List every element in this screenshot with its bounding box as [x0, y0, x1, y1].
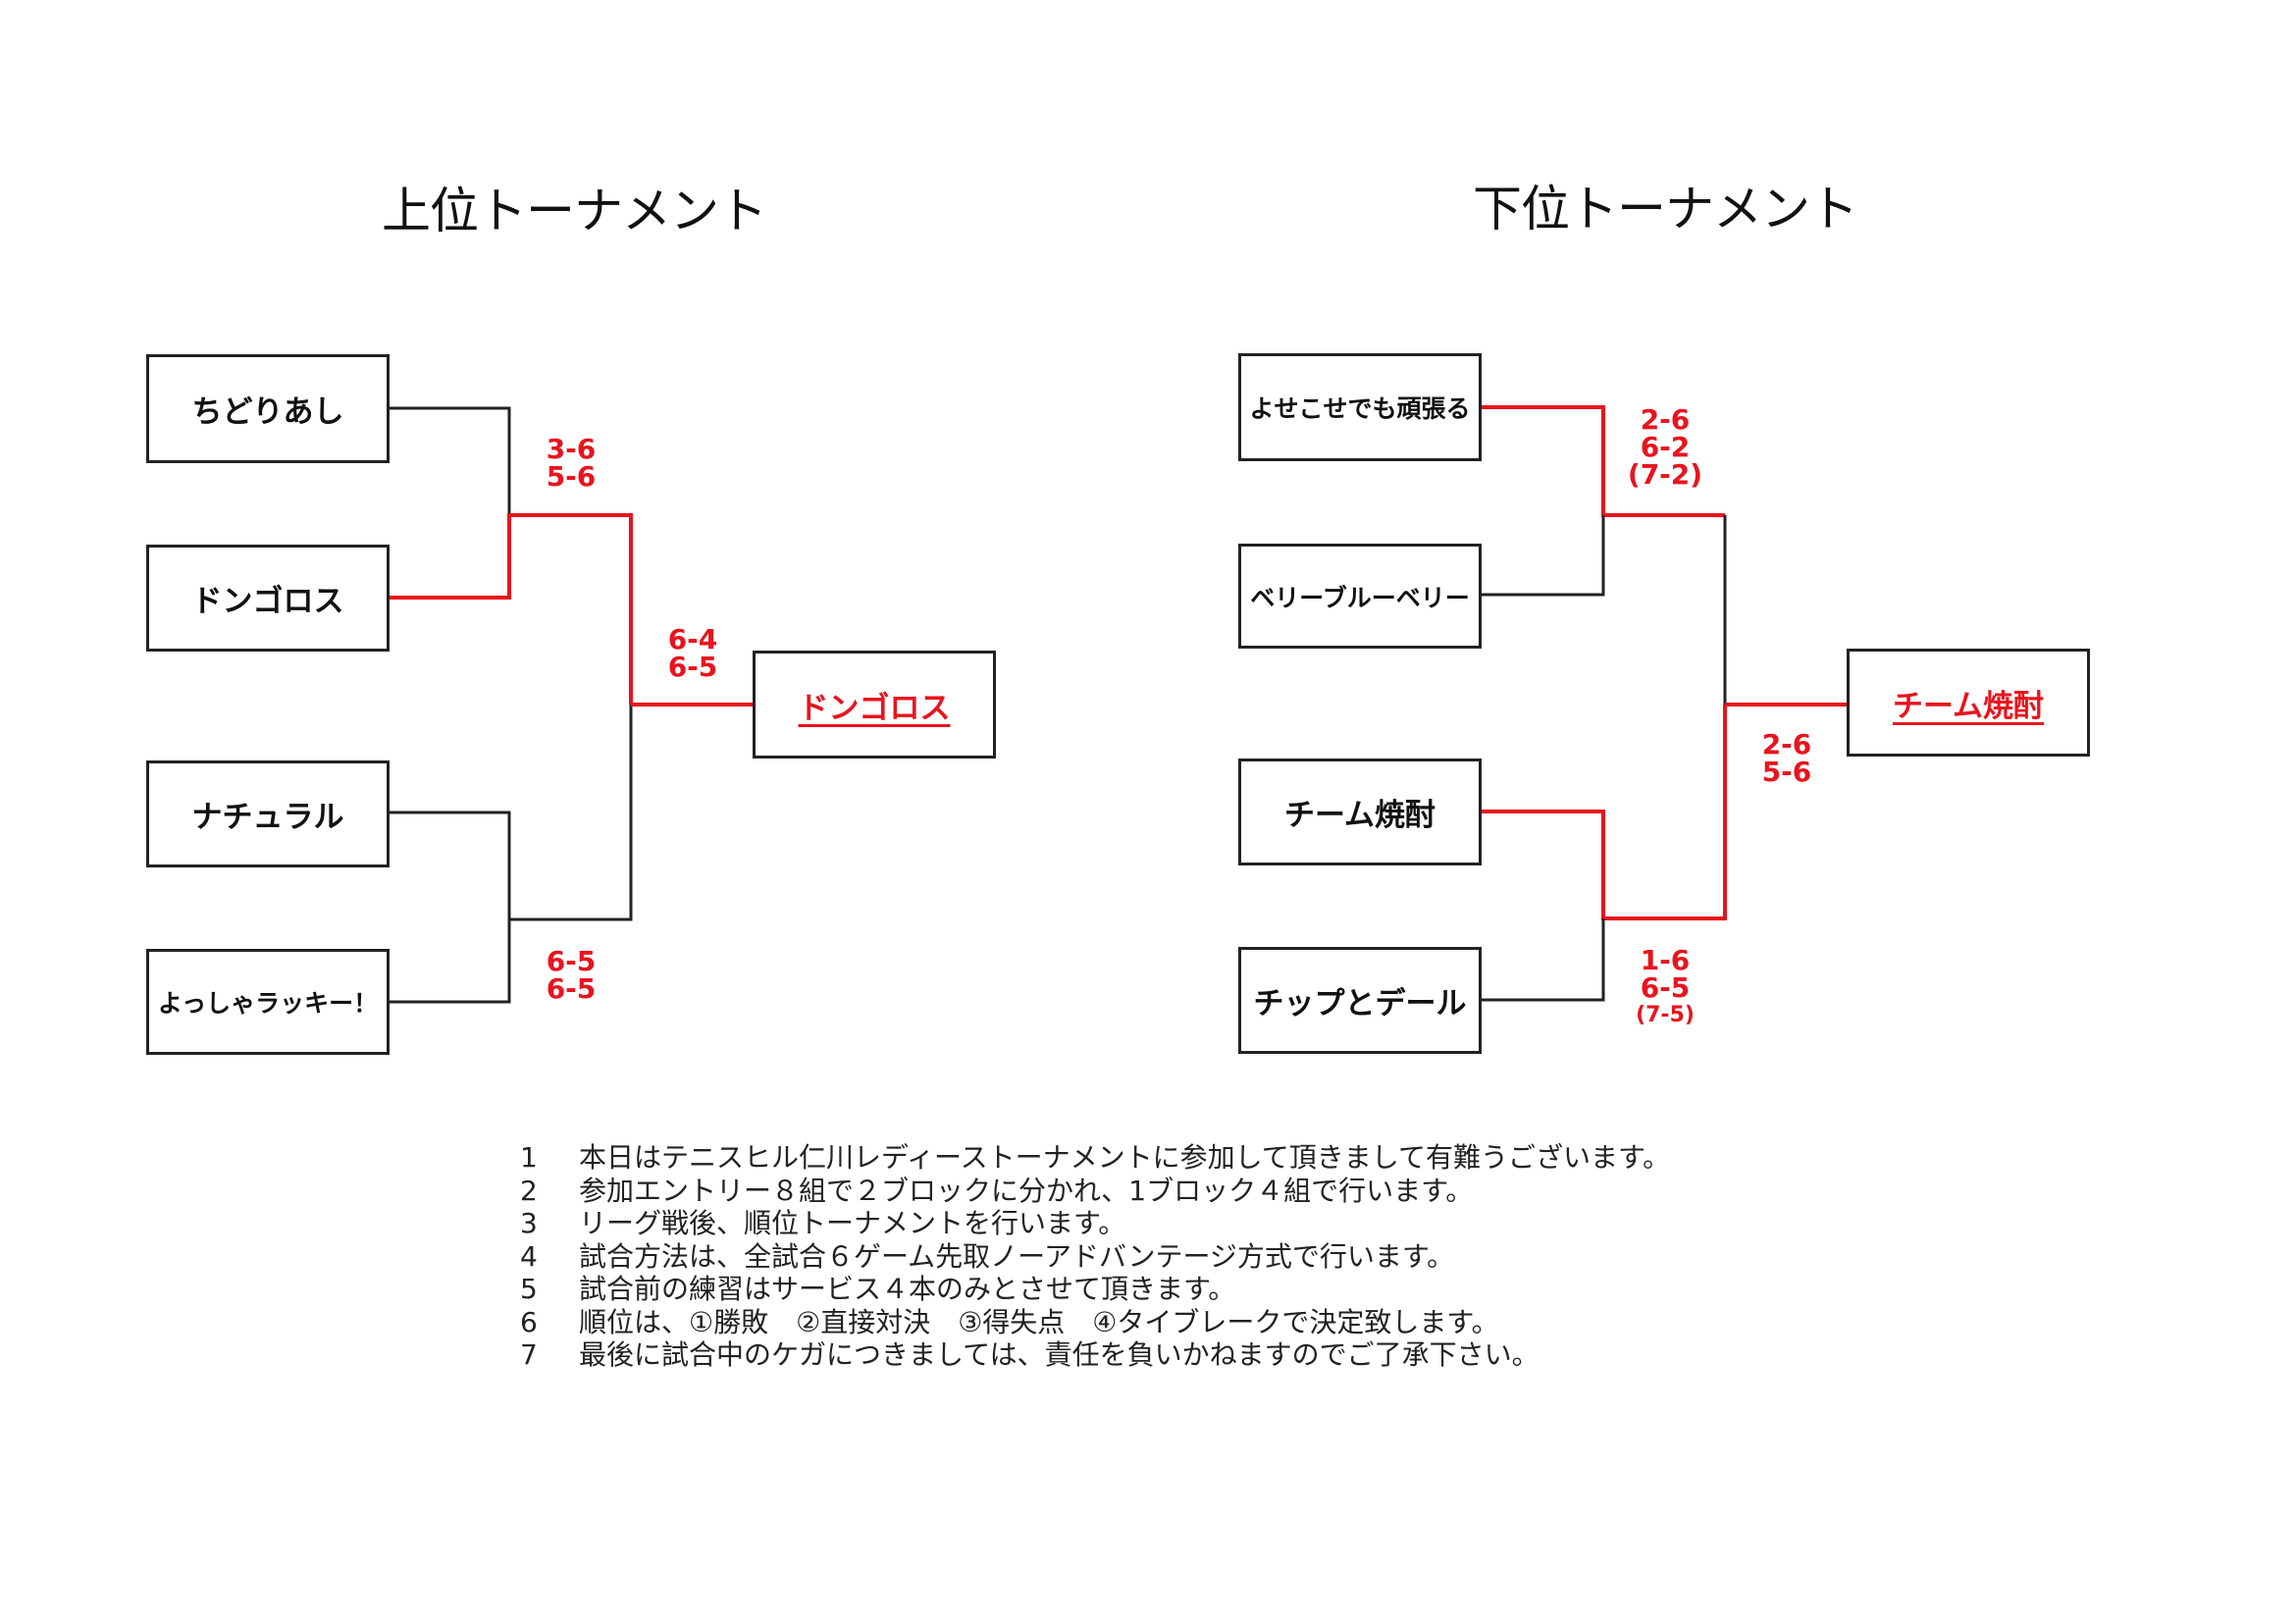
score-set: 6-5 [1640, 971, 1691, 1004]
note-item: 4 試合方法は、全試合６ゲーム先取ノーアドバンテージ方式で行います。 [520, 1240, 1670, 1274]
lower-semi1-score: 2-6 6-2 (7-2) [1628, 406, 1702, 489]
upper-winner: ドンゴロス [753, 651, 996, 759]
line-upper-team2 [390, 513, 633, 705]
upper-semi1-score: 3-6 5-6 [547, 436, 597, 491]
upper-team-2: ドンゴロス [146, 545, 390, 652]
upper-final-score: 6-4 6-5 [668, 626, 718, 681]
line-upper-team1 [390, 406, 511, 515]
lower-team-2: ベリーブルーベリー [1238, 544, 1482, 649]
note-text: 試合方法は、全試合６ゲーム先取ノーアドバンテージ方式で行います。 [579, 1239, 1455, 1273]
score-set: 2-6 [1761, 728, 1812, 760]
note-number: 3 [520, 1207, 538, 1239]
note-text: 最後に試合中のケガにつきましては、責任を負いかねますのでご了承下さい。 [579, 1338, 1539, 1371]
note-number: 6 [520, 1305, 538, 1338]
score-tiebreak: (7-5) [1636, 1003, 1695, 1027]
score-set: 3-6 [546, 433, 597, 465]
upper-team-3: ナチュラル [146, 760, 390, 867]
note-text: 本日はテニスヒル仁川レディーストーナメントに参加して頂きまして有難うございます。 [579, 1141, 1671, 1174]
lower-winner: チーム焼酎 [1847, 649, 2090, 757]
upper-tournament-title: 上位トーナメント [382, 183, 767, 239]
line-upper-team4 [390, 705, 633, 1004]
lower-bracket-lines [1482, 405, 1847, 1002]
score-set: 6-2 [1640, 431, 1691, 463]
note-number: 2 [520, 1174, 538, 1207]
line-lower-team1 [1482, 405, 1725, 517]
line-lower-team2 [1482, 515, 1605, 597]
note-text: 参加エントリー８組で２ブロックに分かれ、1ブロック４組で行います。 [579, 1174, 1474, 1207]
note-number: 1 [520, 1141, 538, 1174]
note-item: 1 本日はテニスヒル仁川レディーストーナメントに参加して頂きまして有難うございます… [520, 1141, 1670, 1175]
line-lower-team3 [1482, 705, 1727, 920]
lower-team-4: チップとデール [1238, 947, 1482, 1054]
note-text: 順位は、①勝敗 ②直接対決 ③得失点 ④タイブレークで決定致します。 [579, 1305, 1499, 1338]
line-lower-team4 [1482, 918, 1605, 1002]
score-set: 1-6 [1640, 944, 1691, 976]
score-set: 6-4 [667, 623, 718, 655]
upper-semi2-score: 6-5 6-5 [547, 948, 597, 1003]
score-set: 5-6 [546, 460, 597, 493]
score-set: 2-6 [1640, 403, 1691, 436]
score-set: 6-5 [546, 945, 597, 977]
note-number: 7 [520, 1338, 538, 1371]
lower-semi2-score: 1-6 6-5 (7-5) [1636, 947, 1695, 1029]
upper-team-1: ちどりあし [146, 354, 390, 463]
note-item: 7 最後に試合中のケガにつきましては、責任を負いかねますのでご了承下さい。 [520, 1338, 1670, 1372]
line-upper-team3 [390, 811, 511, 919]
upper-team-4: よっしゃラッキー！ [146, 949, 390, 1055]
note-text: 試合前の練習はサービス４本のみとさせて頂きます。 [579, 1273, 1236, 1305]
lower-team-3: チーム焼酎 [1238, 759, 1482, 865]
lower-team-1: よせこせでも頑張る [1238, 353, 1482, 461]
note-number: 5 [520, 1273, 538, 1305]
notes-list: 1 本日はテニスヒル仁川レディーストーナメントに参加して頂きまして有難うございます… [520, 1141, 1670, 1372]
lower-final-score: 2-6 5-6 [1762, 731, 1812, 786]
note-item: 2 参加エントリー８組で２ブロックに分かれ、1ブロック４組で行います。 [520, 1175, 1670, 1208]
note-item: 3 リーグ戦後、順位トーナメントを行います。 [520, 1207, 1670, 1240]
score-set: 6-5 [667, 651, 718, 683]
score-set: 5-6 [1761, 756, 1812, 788]
note-item: 6 順位は、①勝敗 ②直接対決 ③得失点 ④タイブレークで決定致します。 [520, 1306, 1670, 1339]
upper-bracket-lines [390, 406, 753, 1004]
lower-tournament-title: 下位トーナメント [1473, 181, 1858, 237]
score-tiebreak: (7-2) [1627, 458, 1703, 491]
score-set: 6-5 [546, 972, 597, 1005]
note-number: 4 [520, 1239, 538, 1273]
note-item: 5 試合前の練習はサービス４本のみとさせて頂きます。 [520, 1273, 1670, 1306]
note-text: リーグ戦後、順位トーナメントを行います。 [579, 1207, 1126, 1239]
